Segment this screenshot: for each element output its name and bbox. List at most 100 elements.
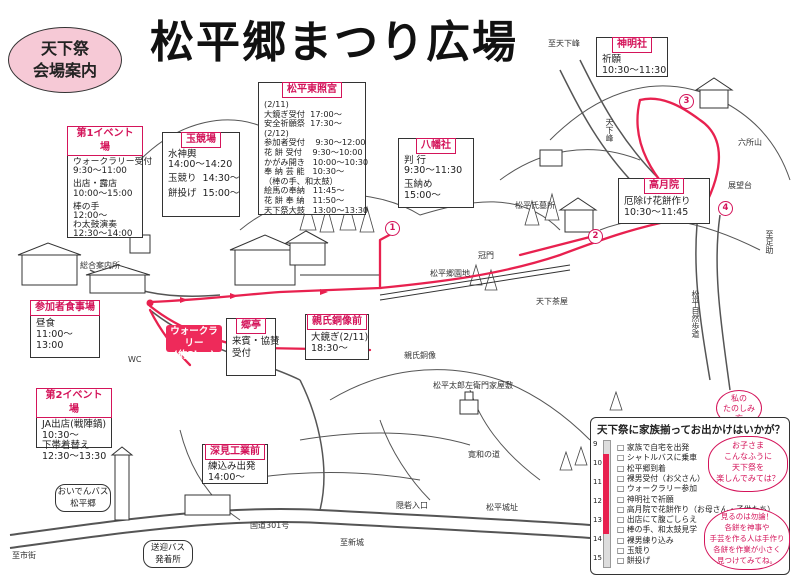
badge-line-1: 天下祭 — [40, 39, 89, 58]
box-line: 棒の手 — [73, 201, 100, 212]
venue-guide-badge: 天下祭 会場案内 — [8, 27, 122, 93]
walk-rally-line-2: (約3km) — [173, 350, 215, 361]
tanoshimi-line-2: たのしみ — [723, 404, 755, 413]
box-line: 大鏡ぎ(2/11) — [311, 332, 369, 343]
box-takatsuki-header: 高月院 — [644, 178, 684, 194]
legend-title: 天下祭に家族揃ってお出かけはいかが？ — [597, 424, 786, 436]
box-line: 来賓・協賛 — [232, 336, 280, 347]
box-line: 天下祭大鼓 13:00～13:30 — [264, 204, 369, 215]
box-line: 12:30～14:00 — [73, 229, 133, 240]
box-shinshi-header: 親氏銅像前 — [307, 314, 367, 330]
legend-scale-tick: 11 — [593, 478, 602, 486]
label-bochi: 松平氏墓所 — [515, 201, 555, 210]
hint2-line-4: 各餅を作業が小さく — [713, 545, 781, 554]
box-toshogu[interactable]: 松平東照宮 (2/11)大鏡ぎ受付 17:00～安全祈願祭 17:30～(2/1… — [258, 82, 369, 218]
marker-4[interactable]: 4 — [718, 201, 733, 216]
box-line: 10:30～11:45 — [624, 207, 689, 218]
label-koumon: 冠門 — [478, 251, 494, 260]
legend-scale-tick: 10 — [593, 459, 602, 467]
marker-1[interactable]: 1 — [385, 221, 400, 236]
label-tenka-michi: 天下峰 — [605, 118, 614, 142]
box-line: 厄除け花餅作り — [624, 196, 691, 207]
legend-scale-tick: 9 — [593, 440, 598, 448]
label-kyounodo: 寛和の道 — [468, 450, 500, 459]
box-line: 祈願 — [602, 54, 622, 65]
box-line: 10:30～11:30 — [602, 64, 667, 76]
label-to-asuke: 至足助 — [765, 230, 774, 254]
marker-2[interactable]: 2 — [588, 229, 603, 244]
box-line: 餅投げ 15:00～ — [168, 187, 240, 199]
label-tenka-chaya: 天下茶屋 — [536, 297, 568, 306]
legend-timeline-fill — [603, 454, 609, 534]
box-line: (2/12) — [264, 127, 289, 138]
label-matsudaira-jo: 松平城址 — [486, 503, 518, 512]
label-tarouzaemon: 松平太郎左衛門家屋敷 — [433, 381, 513, 390]
shuttle-label: 送迎バス 発着所 — [143, 540, 193, 568]
legend-row: □ 家族で自宅を出発 — [617, 443, 690, 452]
badge-line-2: 会場案内 — [32, 61, 97, 80]
box-kyotei[interactable]: 郷亭 来賓・協賛受付 — [226, 318, 280, 376]
box-line: 絵馬の奉納 11:45～ — [264, 185, 345, 196]
box-toshogu-body: (2/11)大鏡ぎ受付 17:00～安全祈願祭 17:30～(2/12)参加者受… — [259, 99, 369, 218]
walk-rally-label[interactable]: ウォークラリー (約3km) — [166, 325, 222, 361]
box-shinshi[interactable]: 親氏銅像前 大鏡ぎ(2/11)18:30～ — [305, 314, 369, 360]
bus-stop-label: おいでんバス 松平郷 — [55, 484, 111, 512]
box-line: 9:30～11:00 — [73, 166, 127, 177]
hint1-line-4: 楽しんでみては？ — [716, 474, 780, 483]
marker-3[interactable]: 3 — [679, 94, 694, 109]
box-line: ウォークラリー受付 — [73, 157, 153, 167]
box-line: わ太鼓演奏 — [73, 220, 117, 231]
legend-row: □ 高月院で花餅作り（お母さん・子供たち） — [617, 504, 775, 514]
box-line: 昼食 — [36, 318, 56, 329]
box-line: 玉納め — [404, 179, 433, 191]
hint2-line-5: 見つけてみてね。 — [717, 556, 777, 565]
box-line: 下帯着替え — [42, 440, 90, 451]
bus-stop-line-1: おいでんバス — [57, 487, 109, 497]
hint1-line-1: お子さま — [732, 441, 764, 450]
hint2-line-3: 手芸を作る人は手作り — [709, 534, 785, 543]
box-fukami-header: 深見工業前 — [205, 444, 265, 460]
box-hachiman-header: 八幡社 — [416, 138, 456, 154]
legend-scale-tick: 15 — [593, 554, 602, 562]
label-koen: 松平郷園地 — [430, 269, 470, 278]
hint2-line-2: 各餅を神事や — [724, 523, 770, 532]
box-shinshi-body: 大鏡ぎ(2/11)18:30～ — [306, 332, 368, 357]
box-line: 花 餅 受付 9:30～10:00 — [264, 146, 363, 157]
box-toshogu-header: 松平東照宮 — [282, 82, 342, 98]
box-line: （棒の手、和太鼓） — [264, 175, 338, 186]
box-line: 練込み出発 — [208, 461, 256, 472]
box-line: かがみ開き 10:00～10:30 — [264, 156, 369, 167]
box-line: JA出店(戦陣鍋) — [42, 419, 107, 430]
box-line: 9:30～11:30 — [404, 165, 463, 177]
label-wc: WC — [128, 355, 142, 364]
legend-scale-tick: 12 — [593, 497, 602, 505]
label-to-shiaichi: 至市街 — [12, 551, 36, 560]
box-line: 参加者受付 9:30～12:00 — [264, 137, 366, 148]
box-line: 18:30～ — [311, 343, 348, 354]
box-line: 15:00～ — [404, 189, 441, 201]
label-kakushi: 隠砦入口 — [396, 501, 428, 510]
legend-scale-tick: 13 — [593, 516, 602, 524]
hint1-line-2: こんなふうに — [724, 452, 772, 461]
hint1-line-3: 天下祭を — [732, 463, 764, 472]
box-kyotei-body: 来賓・協賛受付 — [227, 336, 280, 363]
legend-row: □ 出店にて腹ごしらえ — [617, 515, 698, 525]
box-event1-header: 第1イベント場 — [67, 126, 143, 156]
box-line: 判 行 — [404, 155, 427, 166]
box-line: 花 餅 奉 納 11:50～ — [264, 194, 345, 205]
hint-watching: 見るのは勿論！ 各餅を神事や 手芸を作る人は手作り 各餅を作業が小さく 見つけて… — [704, 508, 790, 570]
label-sogo-annai: 総合案内所 — [80, 261, 120, 270]
